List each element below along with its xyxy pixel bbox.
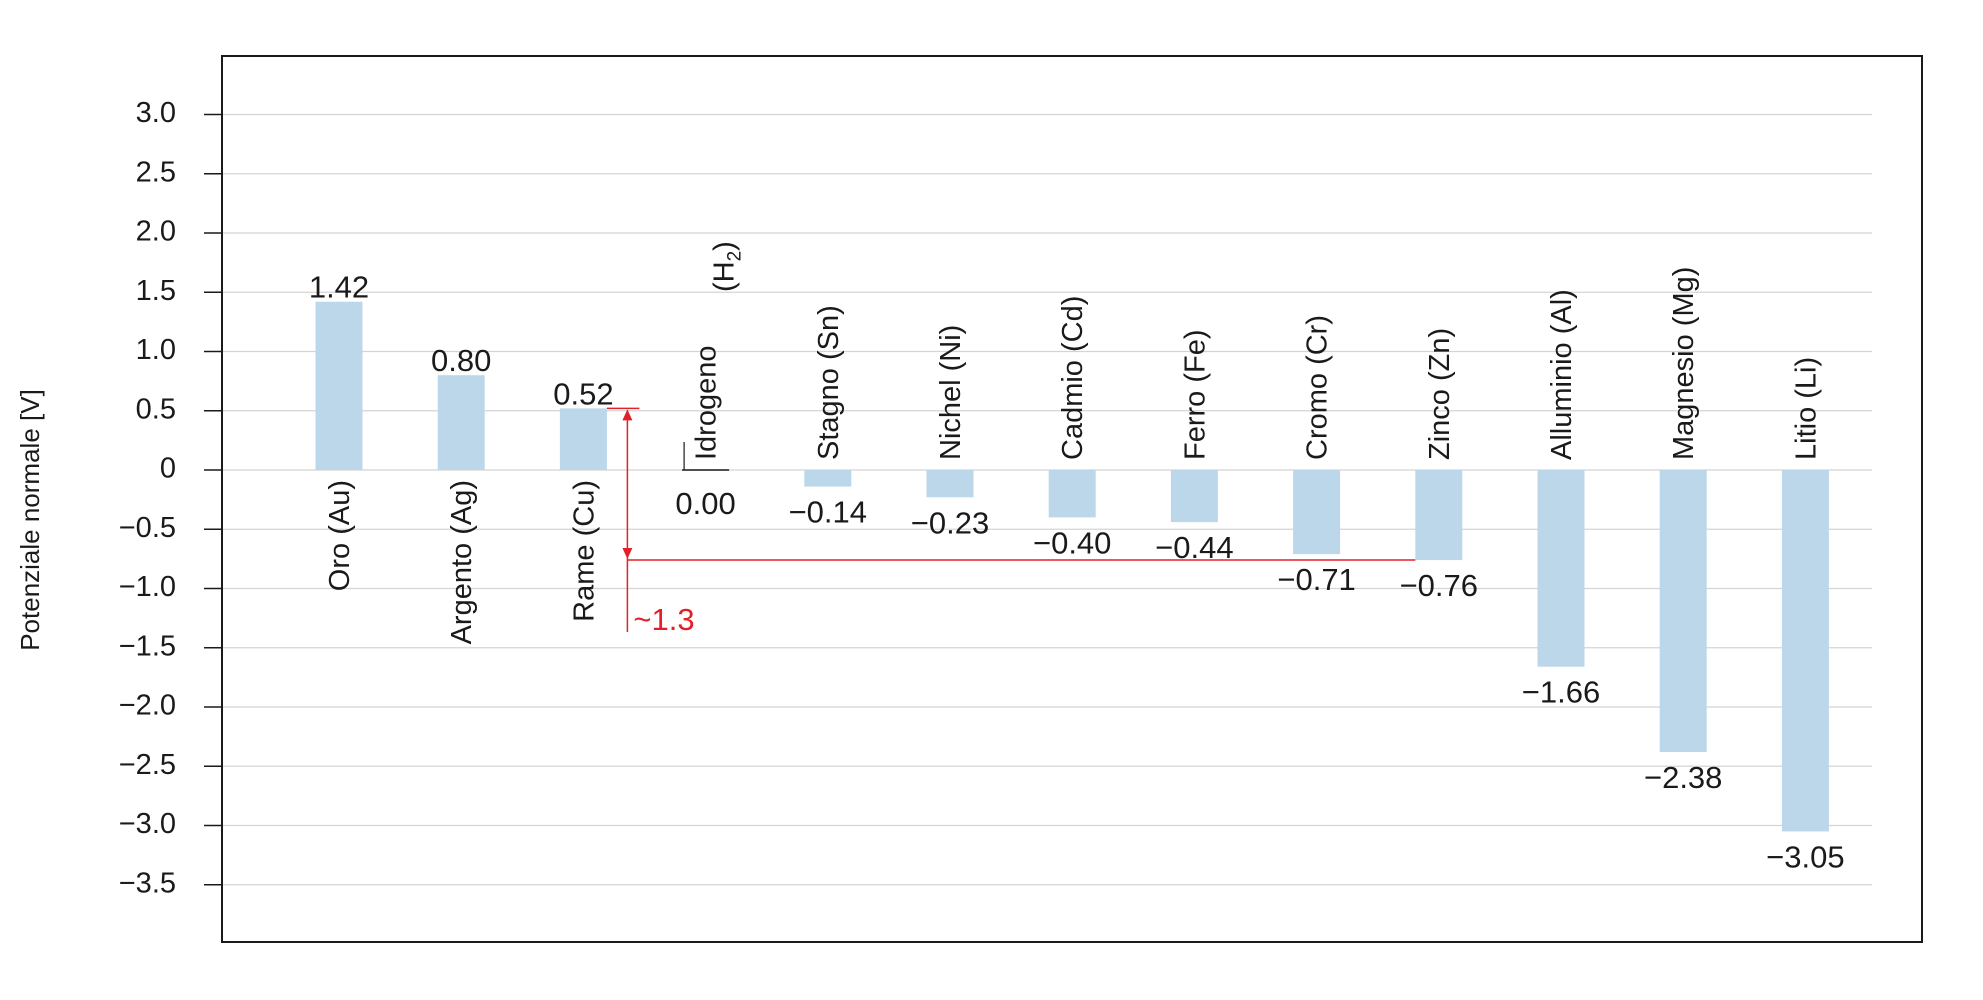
annotation-label: ~1.3 — [633, 602, 694, 637]
category-label: Litio (Li) — [1790, 357, 1822, 460]
bar — [926, 470, 974, 498]
bar — [1659, 470, 1707, 753]
annotation-arrow-down — [622, 548, 633, 560]
y-tick-label: −2.0 — [119, 690, 176, 722]
y-tick-label: −3.0 — [119, 808, 176, 840]
bar — [1293, 470, 1341, 555]
value-label: 0.52 — [553, 376, 613, 411]
bar — [1170, 470, 1218, 523]
category-label: Rame (Cu) — [568, 480, 600, 622]
category-label: Oro (Au) — [324, 480, 356, 591]
value-label: −0.23 — [911, 505, 989, 540]
category-label: Cromo (Cr) — [1302, 315, 1334, 460]
y-tick-label: 2.5 — [136, 156, 176, 188]
category-label: Zinco (Zn) — [1424, 328, 1456, 460]
value-label: −3.05 — [1766, 839, 1844, 874]
bar — [1048, 470, 1096, 518]
category-label: Nichel (Ni) — [935, 325, 967, 460]
bar — [559, 408, 607, 470]
category-label: Ferro (Fe) — [1179, 330, 1211, 461]
y-tick-label: 1.0 — [136, 334, 176, 366]
value-label: −0.71 — [1277, 562, 1355, 597]
category-label: Stagno (Sn) — [813, 305, 845, 460]
difference-annotation: ~1.3 — [606, 407, 1416, 637]
y-tick-label: 3.0 — [136, 97, 176, 129]
y-tick-label: −0.5 — [119, 512, 176, 544]
y-tick-label: −1.5 — [119, 630, 176, 662]
category-label: Alluminio (Al) — [1546, 289, 1578, 460]
category-label: Magnesio (Mg) — [1668, 267, 1700, 460]
y-tick-label: 0.5 — [136, 393, 176, 425]
y-tick-label: 1.5 — [136, 275, 176, 307]
grid-lines — [222, 113, 1872, 886]
y-axis-ticks: 3.0 2.5 2.0 1.5 1.0 0.5 0 −0.5 −1.0 −1.5 −2.0 −2.5 −… — [119, 97, 222, 899]
y-tick-label: −2.5 — [119, 749, 176, 781]
value-label: 0.00 — [675, 486, 735, 521]
value-label: −0.76 — [1400, 568, 1478, 603]
plot-frame — [221, 55, 1923, 943]
category-label: Cadmio (Cd) — [1057, 296, 1089, 460]
y-tick-label: 2.0 — [136, 216, 176, 248]
bars — [315, 301, 1829, 832]
bar — [1415, 470, 1463, 561]
y-tick-label: −3.5 — [119, 867, 176, 899]
value-label: −0.44 — [1155, 530, 1233, 565]
category-label: Idrogeno — [691, 346, 723, 461]
value-label: 0.80 — [431, 343, 491, 378]
value-label: −0.40 — [1033, 525, 1111, 560]
y-tick-label: 0 — [160, 453, 176, 485]
formula-main: (H — [709, 261, 741, 292]
formula-subscript: 2 — [725, 251, 746, 262]
bar — [804, 470, 852, 487]
y-tick-label: −1.0 — [119, 571, 176, 603]
formula-close: ) — [709, 241, 741, 251]
value-label: −1.66 — [1522, 675, 1600, 710]
value-label: −2.38 — [1644, 760, 1722, 795]
annotation-arrow-up — [622, 409, 633, 421]
value-label: −0.14 — [789, 495, 867, 530]
bar — [437, 375, 485, 470]
y-axis-title: Potenziale normale [V] — [15, 389, 45, 651]
hydrogen-formula: (H2) — [709, 241, 746, 292]
category-label: Argento (Ag) — [446, 480, 478, 644]
bar — [1537, 470, 1585, 667]
bar — [315, 301, 363, 470]
bar — [1781, 470, 1829, 832]
value-label: 1.42 — [309, 270, 369, 305]
